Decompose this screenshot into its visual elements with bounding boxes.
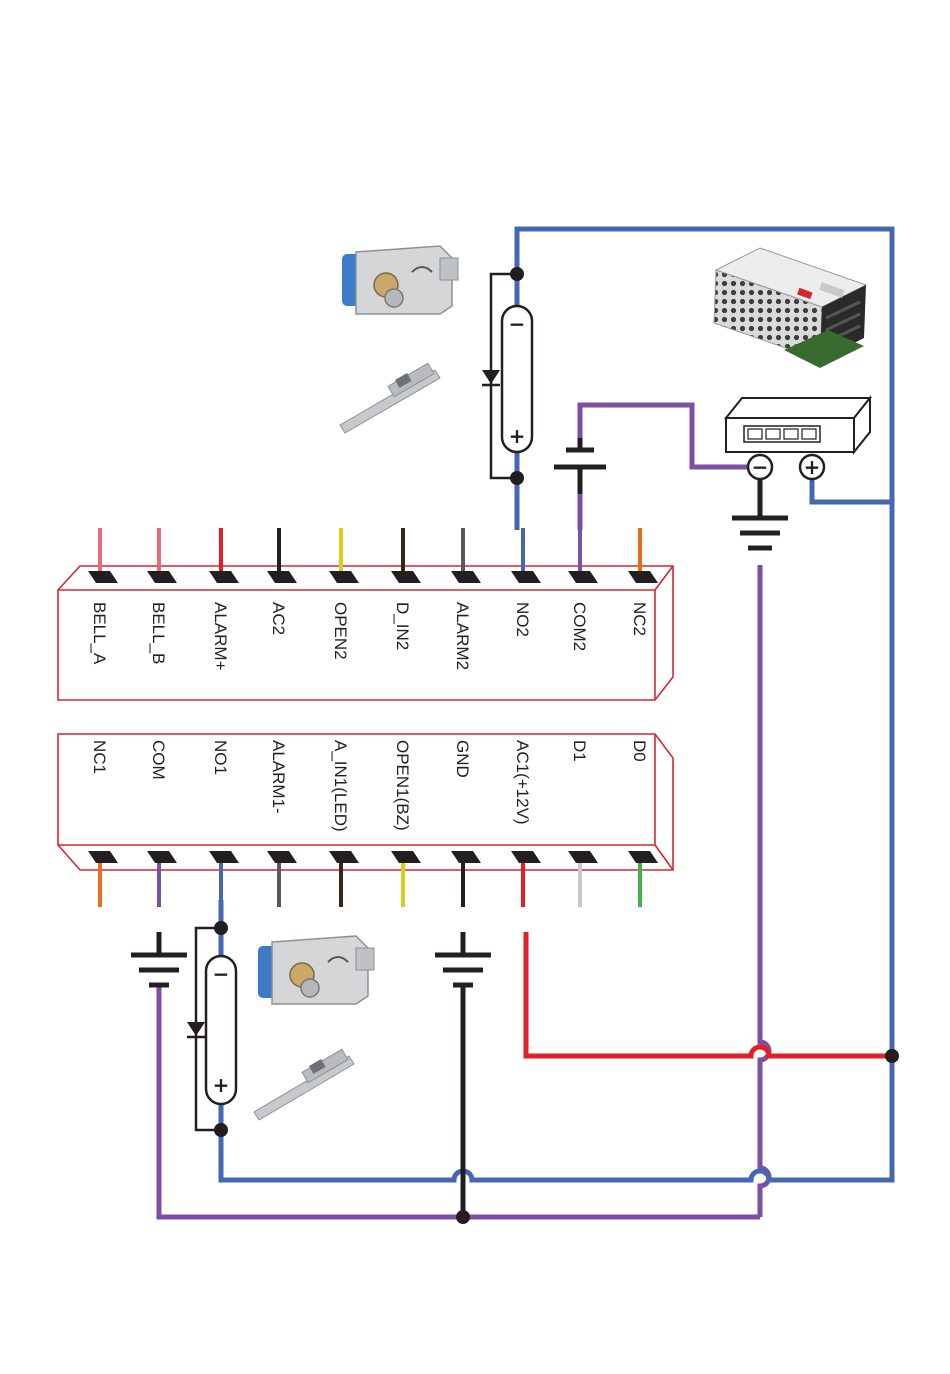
top-terminal-pad bbox=[88, 571, 118, 583]
top-terminal-pad bbox=[628, 571, 658, 583]
bottom-terminal-label: ALARM1- bbox=[269, 740, 288, 814]
lock-coil-icon: − + bbox=[206, 956, 236, 1104]
electric-strike-icon bbox=[254, 1049, 354, 1120]
electric-lock-icon bbox=[258, 936, 374, 1004]
bottom-terminal-pad bbox=[147, 851, 177, 863]
bottom-terminal-pad bbox=[88, 851, 118, 863]
junction-dot bbox=[456, 1210, 470, 1224]
top-terminal-label: AC2 bbox=[269, 602, 288, 635]
bottom-terminal-label: D1 bbox=[570, 740, 589, 762]
top-terminal-label: BELL_A bbox=[90, 602, 109, 665]
svg-text:−: − bbox=[213, 962, 230, 986]
svg-text:+: + bbox=[213, 1073, 230, 1097]
top-terminal-label: OPEN2 bbox=[331, 602, 350, 660]
power-supply-icon bbox=[714, 248, 866, 368]
junction-dot bbox=[214, 921, 228, 935]
bottom-terminal-label: COM bbox=[149, 740, 168, 780]
capacitor-icon bbox=[131, 932, 187, 985]
bottom-terminal-pad bbox=[568, 851, 598, 863]
bottom-terminal-label: NO1 bbox=[211, 740, 230, 775]
top-terminal-block: BELL_A BELL_B ALARM+ AC2 OPEN2 D_IN2 ALARM2 NO2… bbox=[58, 528, 673, 700]
top-terminal-pad bbox=[511, 571, 541, 583]
bottom-terminal-label: D0 bbox=[630, 740, 649, 762]
top-terminal-label: D_IN2 bbox=[393, 602, 412, 650]
top-terminal-pad bbox=[568, 571, 598, 583]
bottom-terminal-label: NC1 bbox=[90, 740, 109, 774]
junction-dot bbox=[510, 471, 524, 485]
junction-dot bbox=[885, 1049, 899, 1063]
top-terminal-pad bbox=[391, 571, 421, 583]
top-terminal-pad bbox=[147, 571, 177, 583]
top-terminal-label: NO2 bbox=[513, 602, 532, 637]
capacitor-icon bbox=[554, 438, 606, 494]
top-terminal-label: ALARM2 bbox=[453, 602, 472, 670]
bottom-terminal-label: GND bbox=[453, 740, 472, 778]
junction-dot bbox=[214, 1123, 228, 1137]
diode-icon bbox=[482, 370, 500, 385]
ground-icon bbox=[732, 518, 788, 548]
svg-text:+: + bbox=[509, 424, 526, 448]
top-terminal-label: ALARM+ bbox=[211, 602, 230, 671]
bottom-terminal-pad bbox=[267, 851, 297, 863]
electric-lock-icon bbox=[342, 246, 458, 314]
bottom-terminal-pad bbox=[511, 851, 541, 863]
top-circuit bbox=[491, 229, 892, 1217]
bottom-terminal-label: OPEN1(BZ) bbox=[393, 740, 412, 831]
psu-terminal-icon: − + bbox=[726, 398, 870, 479]
top-terminal-label: BELL_B bbox=[149, 602, 168, 664]
bottom-terminal-pad bbox=[329, 851, 359, 863]
junction-dot bbox=[510, 267, 524, 281]
bottom-terminal-pad bbox=[209, 851, 239, 863]
bottom-terminal-pad bbox=[451, 851, 481, 863]
top-terminal-pad bbox=[209, 571, 239, 583]
bottom-terminal-pad bbox=[628, 851, 658, 863]
top-terminal-pad bbox=[267, 571, 297, 583]
bottom-terminal-pad bbox=[391, 851, 421, 863]
lock-coil-icon: − + bbox=[502, 306, 532, 452]
bottom-terminal-label: A_IN1(LED) bbox=[331, 740, 350, 832]
diode-icon bbox=[187, 1022, 205, 1037]
top-terminal-label: NC2 bbox=[630, 602, 649, 636]
electric-strike-icon bbox=[340, 363, 440, 433]
svg-text:+: + bbox=[804, 455, 821, 479]
top-terminal-pad bbox=[329, 571, 359, 583]
top-terminal-pad bbox=[451, 571, 481, 583]
svg-text:−: − bbox=[752, 455, 769, 479]
bottom-terminal-block: NC1 COM NO1 ALARM1- A_IN1(LED) OPEN1(BZ) GND AC… bbox=[58, 734, 673, 907]
bottom-terminal-label: AC1(+12V) bbox=[513, 740, 532, 825]
top-terminal-label: COM2 bbox=[570, 602, 589, 651]
svg-text:−: − bbox=[509, 312, 526, 336]
ground-icon bbox=[435, 932, 491, 985]
